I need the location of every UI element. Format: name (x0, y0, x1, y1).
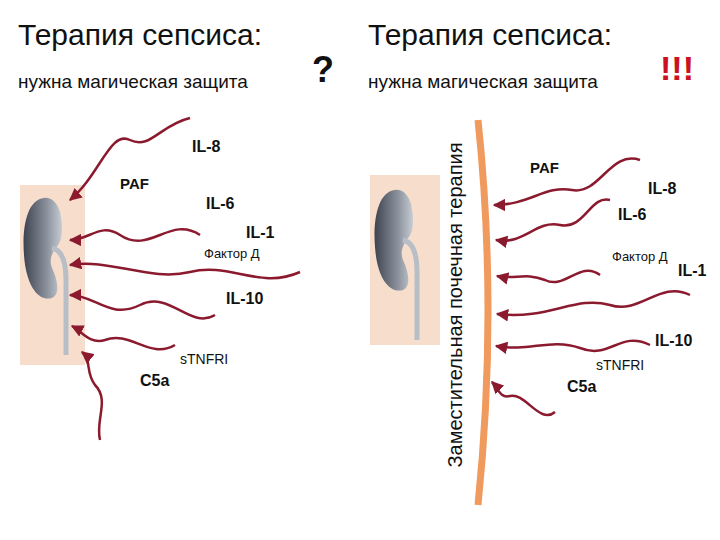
question-mark: ? (312, 50, 334, 90)
mediator-label: IL-8 (648, 180, 676, 198)
mediator-label: PAF (120, 176, 149, 193)
mediator-lines (70, 118, 300, 440)
mediator-label: C5a (567, 378, 596, 396)
slide-subtitle: нужна магическая защита (18, 72, 248, 93)
kidney-picture (370, 175, 440, 345)
mediator-label: IL-6 (618, 206, 646, 224)
mediator-label: PAF (530, 160, 559, 177)
kidney-picture (20, 185, 85, 365)
mediator-lines (492, 159, 690, 416)
therapy-label: Заместительная почечная терапия (444, 143, 466, 468)
slide-title: Терапия сепсиса: (18, 18, 262, 51)
slide-title: Терапия сепсиса: (368, 18, 612, 51)
mediator-label: IL-10 (226, 290, 263, 308)
mediator-label: IL-10 (655, 332, 692, 350)
mediator-label: IL-6 (206, 195, 234, 213)
mediator-label: C5a (140, 372, 169, 390)
mediator-label: Фактор Д (204, 247, 260, 261)
mediator-label: sTNFRI (596, 358, 644, 373)
mediator-label: sTNFRI (180, 352, 228, 367)
exclamation-marks: !!! (660, 50, 694, 87)
slide-subtitle: нужна магическая защита (368, 72, 598, 93)
mediator-label: IL-8 (192, 138, 220, 156)
mediator-label: IL-1 (246, 224, 274, 242)
mediator-label: IL-1 (678, 262, 706, 280)
mediator-label: Фактор Д (612, 250, 668, 264)
barrier-band (478, 120, 488, 505)
